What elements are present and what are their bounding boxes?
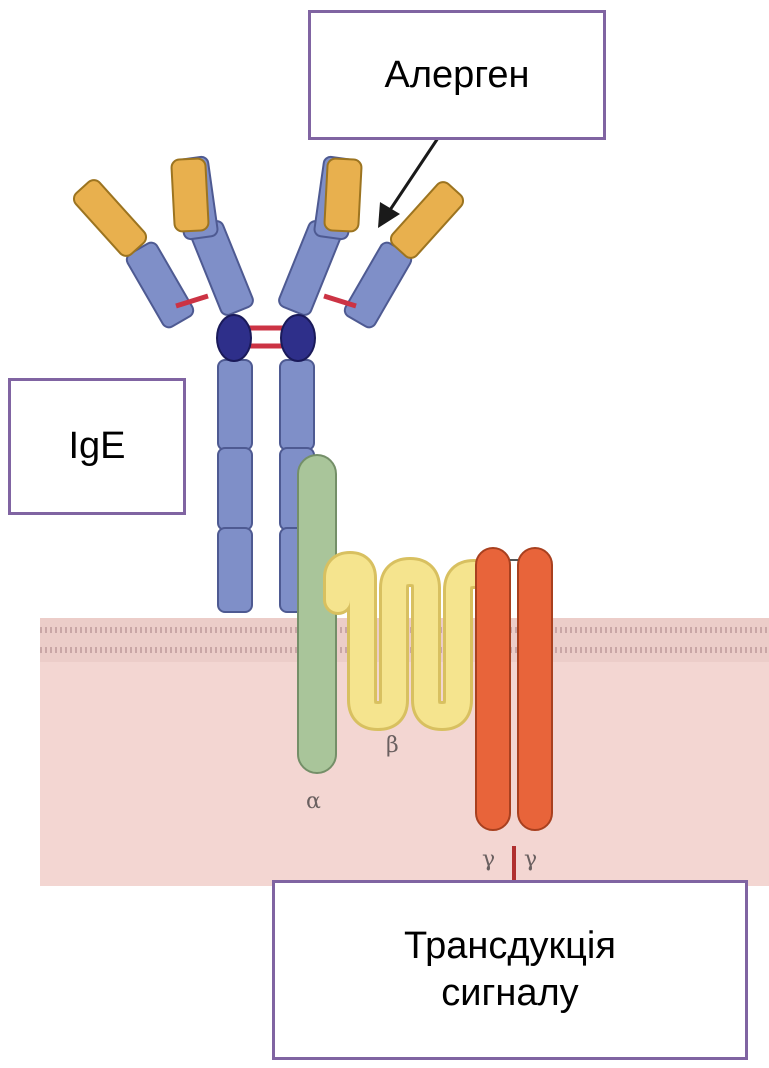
ige-label: IgE [8, 378, 186, 515]
heavy-chain-stem-left [218, 360, 252, 612]
signal-transduction-label: Трансдукція сигналу [272, 880, 748, 1060]
gamma-chain-left [476, 548, 510, 830]
alpha-label: α [306, 789, 321, 814]
signal-text-line2: сигналу [441, 970, 578, 1018]
light-chain-arm-left [124, 240, 195, 330]
gamma-right-label: γ [524, 847, 537, 872]
allergen-label: Алерген [308, 10, 606, 140]
hinge-nodes [217, 315, 315, 361]
allergen-binding-domains [71, 158, 467, 261]
ige-text: IgE [68, 425, 125, 468]
allergen-text: Алерген [385, 54, 530, 97]
disulfide-bonds [176, 296, 356, 346]
gamma-left-label: γ [482, 847, 495, 872]
beta-label: β [386, 733, 399, 758]
signal-text-line1: Трансдукція [404, 923, 616, 971]
gamma-chain-right [518, 548, 552, 830]
alpha-chain [298, 455, 336, 773]
